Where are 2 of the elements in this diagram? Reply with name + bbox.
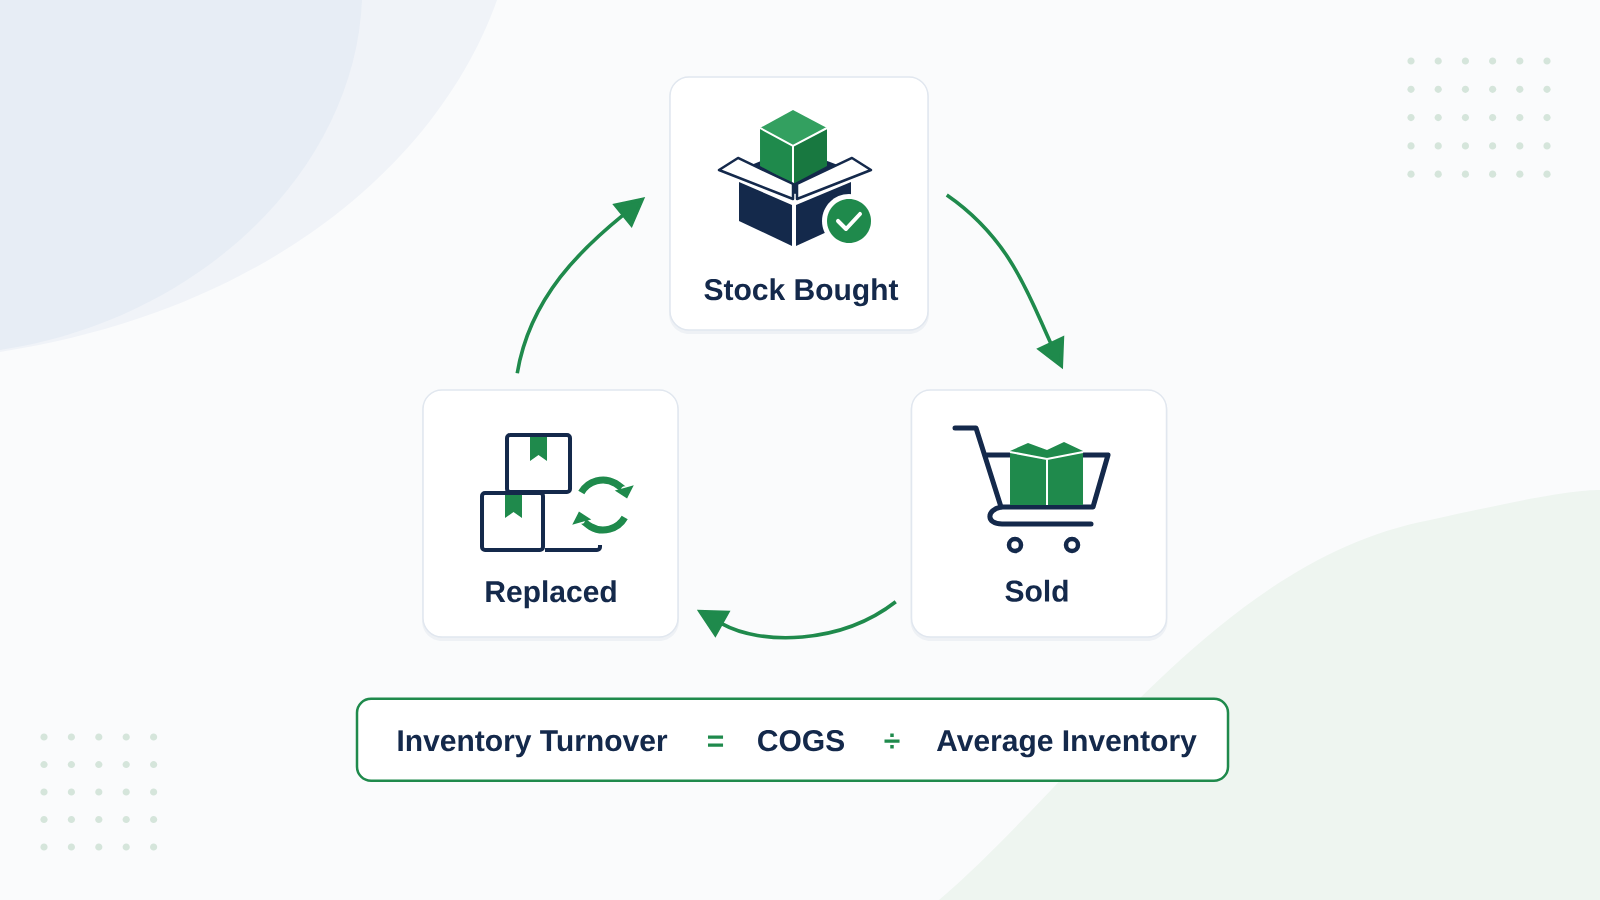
formula-box: Inventory Turnover = COGS ÷ Average Inventory bbox=[355, 697, 1230, 782]
process-card: Replaced bbox=[422, 389, 679, 641]
